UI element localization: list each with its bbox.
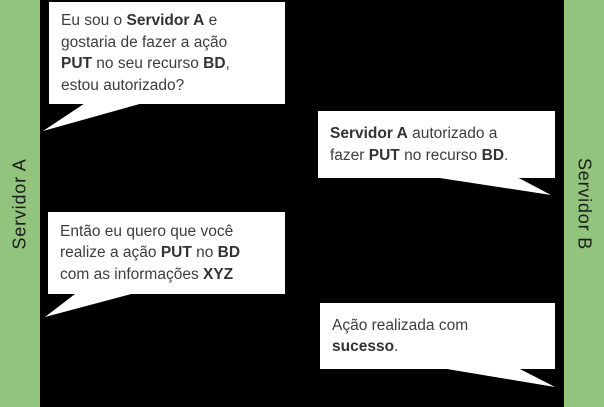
- bubble-1-line-3: PUT no seu recurso BD,: [61, 55, 230, 72]
- speech-bubble-request-authorization: Eu sou o Servidor A e gostaria de fazer …: [49, 2, 285, 104]
- speech-bubble-authorization-granted: Servidor A autorizado a fazer PUT no rec…: [318, 111, 555, 178]
- server-b-label: Servidor B: [574, 157, 595, 250]
- bubble-2-line-2: fazer PUT no recurso BD.: [330, 146, 509, 164]
- bubble-4-line-2: sucesso.: [332, 338, 399, 355]
- server-a-label: Servidor A: [9, 157, 30, 250]
- bubble-3-line-1: Então eu quero que você: [60, 222, 234, 240]
- bubble-3-line-2: realize a ação PUT no BD: [60, 244, 241, 262]
- bubble-3-line-3: com as informações XYZ: [60, 265, 234, 283]
- bubble-4-tail: [438, 367, 555, 387]
- server-b-lifeline-bar: Servidor B: [564, 0, 604, 407]
- bubble-1-tail: [43, 102, 145, 131]
- bubble-1-line-1: Eu sou o Servidor A e: [61, 12, 218, 29]
- bubble-2-line-1: Servidor A autorizado a: [330, 125, 498, 142]
- server-a-lifeline-bar: Servidor A: [0, 0, 40, 407]
- speech-bubble-put-request: Então eu quero que você realize a ação P…: [48, 212, 285, 294]
- bubble-4-line-1: Ação realizada com: [332, 316, 469, 334]
- bubble-1-line-2: gostaria de fazer a ação: [61, 33, 228, 51]
- bubble-3-tail: [45, 292, 137, 317]
- bubble-2-tail: [430, 176, 551, 195]
- bubble-1-line-4: estou autorizado?: [61, 76, 185, 94]
- speech-bubble-action-success: Ação realizada com sucesso.: [320, 303, 555, 369]
